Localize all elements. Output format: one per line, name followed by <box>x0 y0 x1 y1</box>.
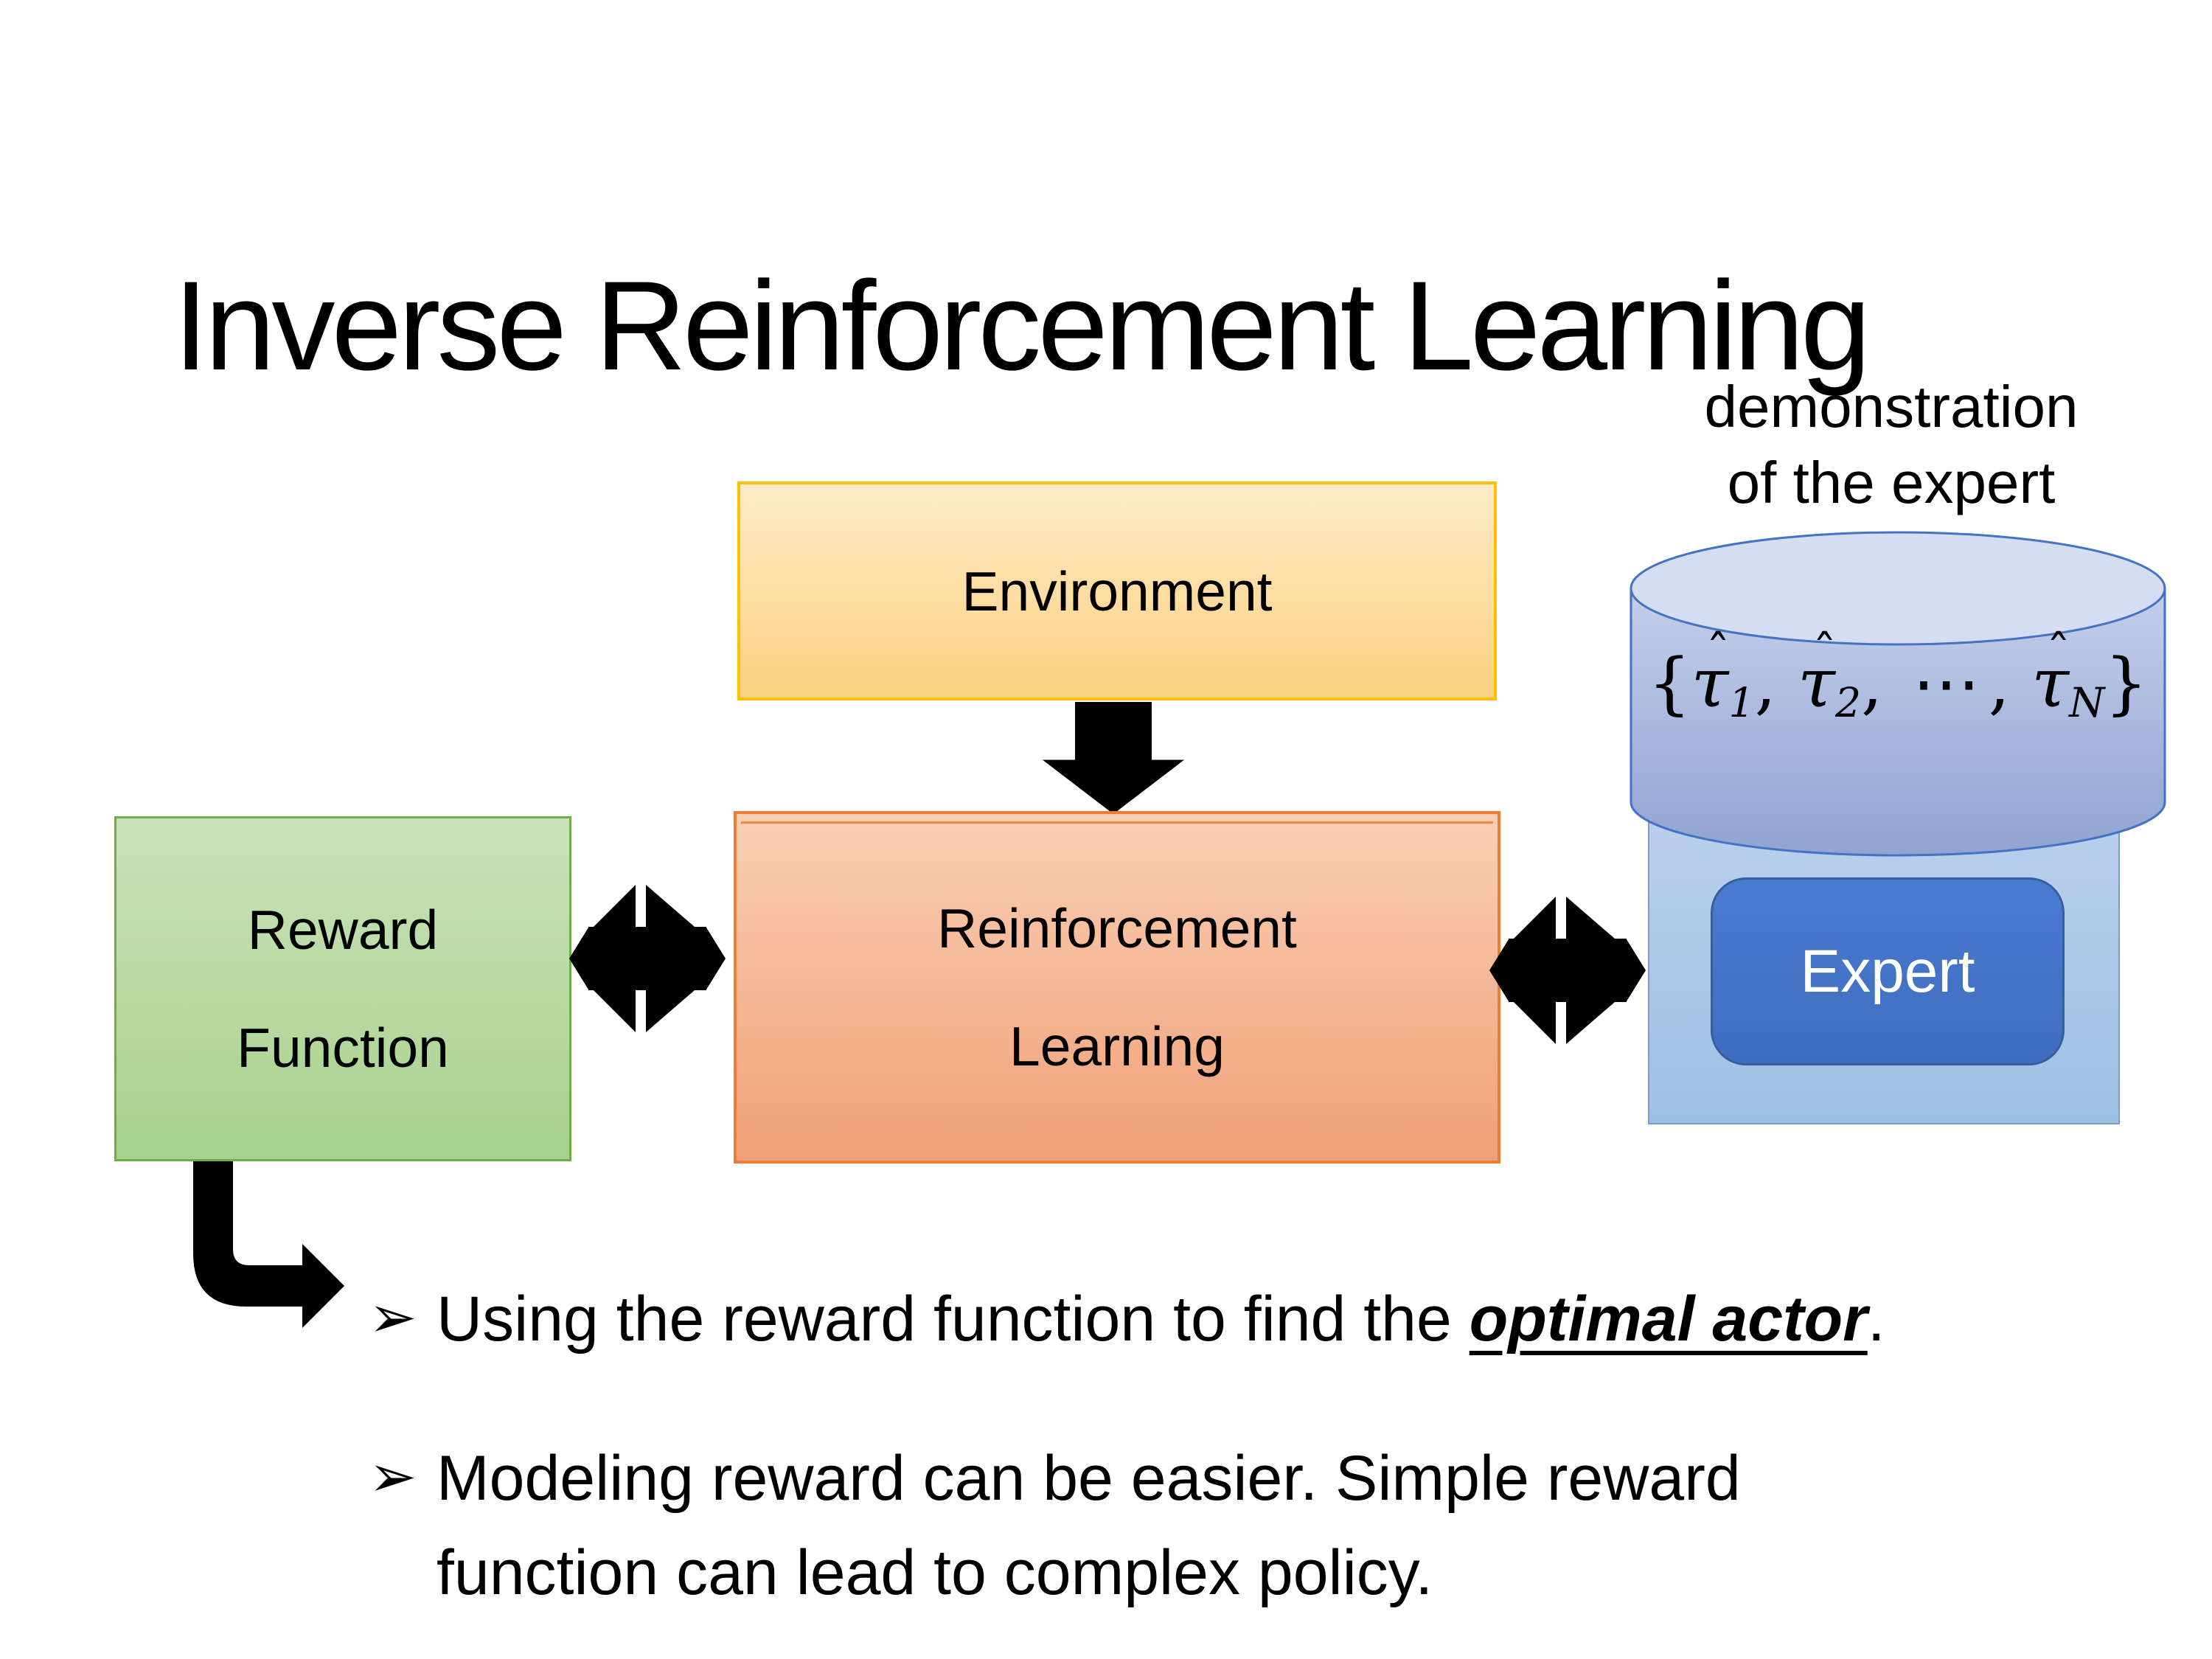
reward-function-box: Reward Function <box>114 816 571 1161</box>
annotation-line-1: demonstration <box>1704 374 2079 439</box>
formula-sub-1: 1 <box>1728 679 1755 727</box>
formula-hat-2: ˆ <box>1812 625 1837 682</box>
bullet-1-post: . <box>1867 1284 1885 1354</box>
bullet-2-line-1: Modeling reward can be easier. Simple re… <box>437 1443 1741 1514</box>
formula-sub-n: N <box>2069 679 2105 727</box>
demonstration-annotation: demonstration of the expert <box>1578 369 2205 521</box>
reward-label-line-2: Function <box>237 1017 449 1079</box>
rl-label-line-2: Learning <box>1009 1015 1225 1077</box>
reinforcement-learning-box: Reinforcement Learning <box>734 811 1500 1164</box>
expert-box: Expert <box>1711 877 2065 1065</box>
expert-label: Expert <box>1800 937 1975 1005</box>
bullet-2-line-2: function can lead to complex policy. <box>437 1537 1433 1608</box>
formula-sub-2: 2 <box>1835 679 1862 727</box>
formula-open-brace: { <box>1648 644 1691 723</box>
formula-comma-2: , <box>1861 644 1883 723</box>
rl-label-line-1: Reinforcement <box>937 897 1297 959</box>
environment-box: Environment <box>737 481 1497 700</box>
bullet-arrow-icon-1: ➢ <box>369 1284 417 1349</box>
formula-hat-n: ˆ <box>2046 625 2071 682</box>
formula-hat-1: ˆ <box>1705 625 1731 682</box>
formula-close-brace: } <box>2104 644 2148 723</box>
annotation-line-2: of the expert <box>1727 450 2056 515</box>
slide-title: Inverse Reinforcement Learning <box>173 255 1871 397</box>
down-arrow-icon <box>1041 702 1186 814</box>
bullet-arrow-icon-2: ➢ <box>369 1444 417 1509</box>
bullet-item-1: ➢ Using the reward function to find the … <box>369 1272 2101 1366</box>
bullet-item-2: ➢ Modeling reward can be easier. Simple … <box>369 1431 2101 1620</box>
exchange-arrow-icon-right <box>1489 894 1646 1047</box>
reward-label-line-1: Reward <box>247 899 439 961</box>
bent-arrow-icon <box>193 1147 344 1328</box>
bullet-1-pre: Using the reward function to find the <box>437 1284 1470 1354</box>
exchange-arrow-icon-left <box>569 882 726 1035</box>
bullet-1-emphasis: optimal actor <box>1469 1284 1868 1354</box>
formula-comma-1: , <box>1754 644 1776 723</box>
formula-dots: ⋯ <box>1912 644 1980 723</box>
bullet-text-2: Modeling reward can be easier. Simple re… <box>437 1431 1741 1620</box>
bullet-text-1: Using the reward function to find the op… <box>437 1272 1885 1366</box>
environment-label: Environment <box>961 560 1273 622</box>
rl-box-inner-edge <box>741 821 1493 824</box>
demonstration-database-cylinder <box>1630 531 2166 857</box>
formula-comma-3: , <box>1988 644 2010 723</box>
bullet-list: ➢ Using the reward function to find the … <box>369 1272 2101 1620</box>
